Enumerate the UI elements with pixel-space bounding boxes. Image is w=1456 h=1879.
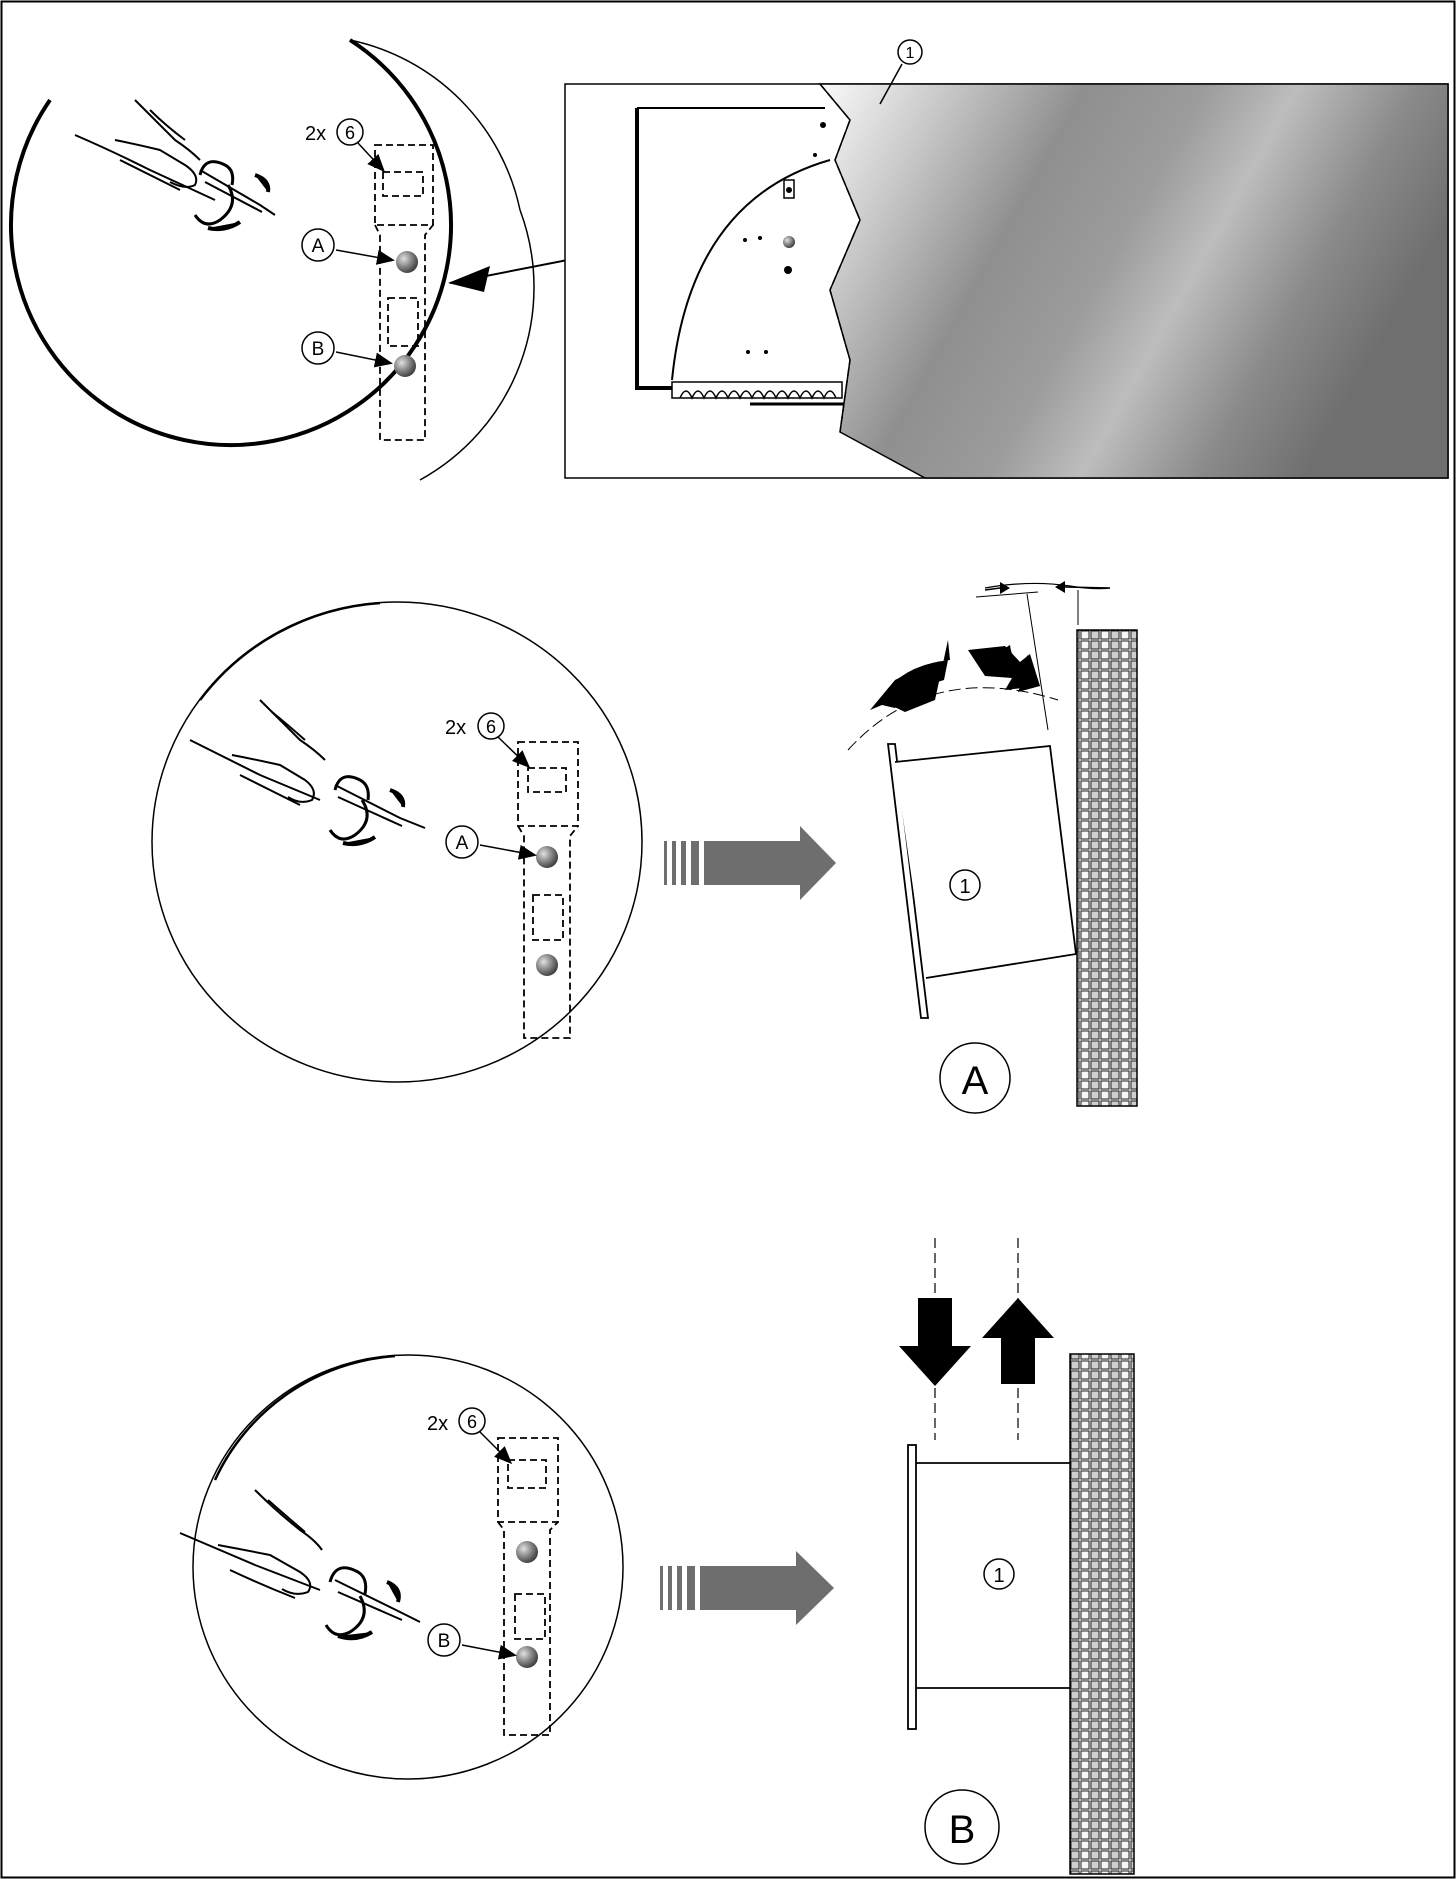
step-label-b: B	[924, 1789, 1000, 1865]
front-cover	[818, 83, 1449, 479]
up-arrow-icon	[982, 1298, 1054, 1384]
unit-overview	[564, 83, 1449, 479]
step-a-text: A	[962, 1059, 989, 1103]
qty-label-top: 2x	[305, 123, 326, 145]
hand-screwdriver-icon	[189, 699, 426, 847]
unit-ref-top: 1	[906, 45, 915, 62]
screw-b-top	[394, 355, 416, 377]
flow-arrow-bottom	[660, 1551, 834, 1625]
mounting-bracket-top	[374, 144, 434, 441]
unit-lift-view: 1	[907, 1444, 1070, 1730]
flow-arrow-middle	[664, 826, 836, 900]
screw-b-bottom	[516, 1646, 538, 1668]
screw-b-middle	[536, 954, 558, 976]
screw-a-label-middle: A	[456, 833, 469, 854]
unit-ref-middle: 1	[959, 876, 970, 898]
mounting-bracket-middle	[517, 741, 579, 1039]
callout-a-middle: A	[445, 825, 537, 860]
detail-circle-top	[9, 38, 535, 481]
screw-a-top	[396, 251, 418, 273]
screw-a-bottom	[516, 1541, 538, 1563]
bottom-panel: 2x 6 B 1	[179, 1238, 1135, 1875]
screw-b-label-bottom: B	[438, 1631, 451, 1652]
top-panel: 2x 6 A B	[9, 38, 1449, 481]
part-ref-middle: 6	[486, 717, 496, 737]
hand-screwdriver-icon	[74, 99, 276, 232]
detail-circle-middle	[151, 601, 643, 1083]
step-label-a: A	[939, 1042, 1011, 1114]
hand-screwdriver-icon	[179, 1489, 421, 1641]
screw-a-middle	[536, 846, 558, 868]
screw-b-label-top: B	[312, 339, 325, 360]
step-b-text: B	[949, 1808, 976, 1852]
mounting-bracket-bottom	[497, 1437, 559, 1736]
callout-qty-middle: 2x 6	[445, 712, 531, 769]
wall-middle	[1076, 629, 1138, 1107]
screw-a-label-top: A	[312, 236, 325, 257]
callout-qty-bottom: 2x 6	[427, 1407, 513, 1465]
wall-bottom	[1069, 1353, 1135, 1875]
callout-a-top: A	[301, 228, 395, 265]
callout-b-bottom: B	[427, 1623, 517, 1660]
callout-b-top: B	[301, 331, 393, 368]
middle-panel: 2x 6 A	[151, 581, 1138, 1114]
unit-tilt-view: 1	[847, 581, 1111, 1019]
callout-unit-top: 1	[879, 39, 923, 105]
callout-qty-top: 2x 6	[305, 118, 386, 173]
vertical-move-arrows	[899, 1238, 1054, 1440]
qty-label-bottom: 2x	[427, 1413, 448, 1435]
detail-circle-bottom	[192, 1354, 624, 1780]
part-ref-bottom: 6	[467, 1412, 477, 1432]
qty-label-middle: 2x	[445, 717, 466, 739]
down-arrow-icon	[899, 1298, 971, 1386]
unit-ref-bottom: 1	[993, 1565, 1004, 1587]
part-ref-top: 6	[345, 123, 355, 143]
